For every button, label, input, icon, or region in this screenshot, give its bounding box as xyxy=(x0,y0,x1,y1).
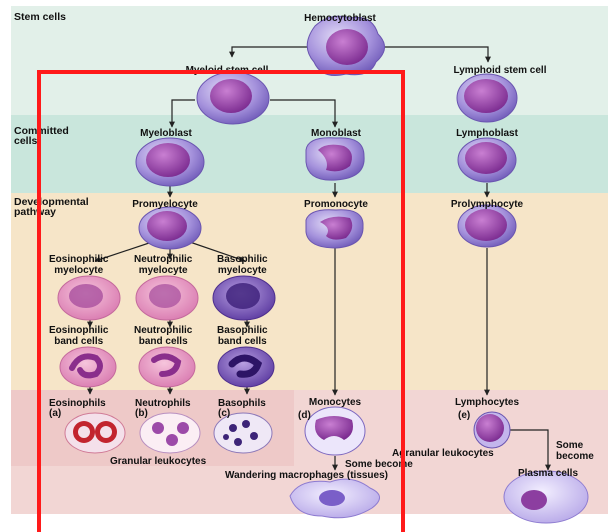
neutrophilic-band-cell xyxy=(138,346,196,388)
label-hemocytoblast: Hemocytoblast xyxy=(304,13,376,24)
basophilic-myelocyte-cell xyxy=(212,275,276,321)
label-basophilic-myelocyte: Basophilic myelocyte xyxy=(217,254,268,276)
eosinophil-cell xyxy=(64,412,126,454)
label-some-become-macrophage: Some become xyxy=(345,459,413,470)
label-eosinophilic-band-cells: Eosinophilic band cells xyxy=(49,325,109,347)
connector-lines xyxy=(87,46,551,471)
label-eosinophils: Eosinophils xyxy=(49,398,106,409)
myeloblast-cell xyxy=(135,137,205,187)
label-agranular-leukocytes: Agranular leukocytes xyxy=(392,448,494,459)
label-neutrophilic-myelocyte: Neutrophilic myelocyte xyxy=(134,254,193,276)
label-lymphocytes: Lymphocytes xyxy=(454,397,520,408)
label-basophils: Basophils xyxy=(218,398,266,409)
label-promonocyte: Promonocyte xyxy=(304,199,368,210)
label-wandering-macrophages: Wandering macrophages (tissues) xyxy=(225,470,388,481)
letter-e: (e) xyxy=(458,410,471,421)
label-lymphoid-stem-cell: Lymphoid stem cell xyxy=(453,65,547,76)
lymphocyte-cell xyxy=(473,411,511,449)
label-lymphoblast: Lymphoblast xyxy=(456,128,518,139)
label-promyelocyte: Promyelocyte xyxy=(132,199,198,210)
label-plasma-cells: Plasma cells xyxy=(517,468,579,479)
neutrophilic-myelocyte-cell xyxy=(135,275,199,321)
macrophage-cell xyxy=(289,478,380,519)
basophilic-band-cell xyxy=(217,346,275,388)
row-label-committed-cells: Committed cells xyxy=(14,125,69,147)
neutrophil-cell xyxy=(139,412,201,454)
eosinophilic-band-cell xyxy=(59,346,117,388)
row-label-developmental-pathway: Developmental pathway xyxy=(14,196,89,218)
highlight-frame xyxy=(37,70,405,532)
label-neutrophilic-band-cells: Neutrophilic band cells xyxy=(134,325,193,347)
basophil-cell xyxy=(213,412,273,454)
prolymphocyte-cell xyxy=(457,204,517,248)
monoblast-cell xyxy=(305,137,365,181)
row-label-stem-cells: Stem cells xyxy=(14,11,66,23)
letter-b: (b) xyxy=(135,408,148,419)
label-prolymphocyte: Prolymphocyte xyxy=(450,199,524,210)
label-neutrophils: Neutrophils xyxy=(135,398,191,409)
label-monoblast: Monoblast xyxy=(311,128,361,139)
lymphoblast-cell xyxy=(457,137,517,183)
label-granular-leukocytes: Granular leukocytes xyxy=(110,456,207,467)
label-eosinophilic-myelocyte: Eosinophilic myelocyte xyxy=(49,254,109,276)
hemocytoblast-cell xyxy=(306,15,385,76)
label-monocytes: Monocytes xyxy=(308,397,362,408)
label-basophilic-band-cells: Basophilic band cells xyxy=(217,325,268,347)
lymphoid-stem-cell xyxy=(456,73,518,123)
myeloid-stem-cell xyxy=(196,71,270,125)
letter-a: (a) xyxy=(49,408,62,419)
plasma-cell xyxy=(503,470,589,524)
label-myeloblast: Myeloblast xyxy=(140,128,192,139)
letter-c: (c) xyxy=(218,408,231,419)
promonocyte-cell xyxy=(305,209,364,249)
label-some-become-plasma: Some become xyxy=(556,440,594,462)
eosinophilic-myelocyte-cell xyxy=(57,275,121,321)
letter-d: (d) xyxy=(298,410,311,421)
monocyte-cell xyxy=(304,406,366,456)
promyelocyte-cell xyxy=(138,206,202,250)
